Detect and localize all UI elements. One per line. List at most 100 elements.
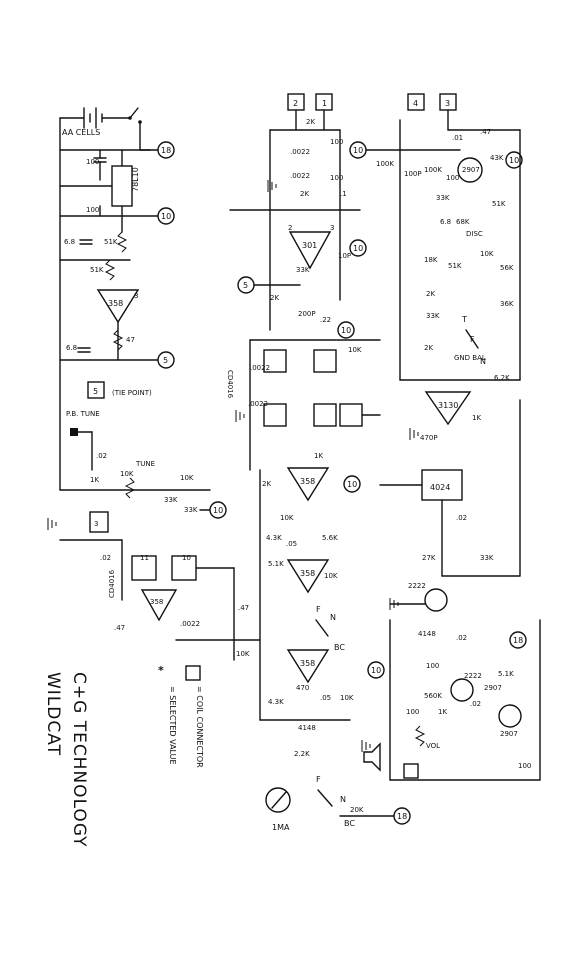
svg-text:100: 100 <box>426 662 439 670</box>
battery-symbol <box>59 107 131 129</box>
svg-text:1MA: 1MA <box>272 823 290 832</box>
counter-4024 <box>421 469 463 501</box>
svg-text:.1: .1 <box>340 190 347 198</box>
svg-text:10: 10 <box>353 244 363 253</box>
legend: = COIL CONNECTOR * = SELECTED VALUE <box>158 664 204 768</box>
svg-text:5.1K: 5.1K <box>498 670 514 678</box>
svg-text:.02: .02 <box>456 634 467 642</box>
right-section: 4 3 .47 .01 2907 43K 10 10 100K 100K 100… <box>349 93 541 781</box>
svg-text:*: * <box>158 664 164 677</box>
svg-text:3: 3 <box>134 292 138 300</box>
transistor-2222-a <box>424 588 448 612</box>
node-10-right <box>505 151 523 169</box>
svg-text:(TIE POINT): (TIE POINT) <box>112 389 152 397</box>
mode-switch-c[interactable] <box>465 329 479 349</box>
svg-text:11: 11 <box>140 554 149 562</box>
svg-text:3130: 3130 <box>438 401 458 410</box>
svg-text:N: N <box>330 613 336 622</box>
svg-text:F: F <box>316 775 321 784</box>
svg-text:51K: 51K <box>90 266 104 274</box>
svg-text:4.3K: 4.3K <box>266 534 282 542</box>
svg-text:.05: .05 <box>286 540 297 548</box>
svg-text:20K: 20K <box>350 806 364 814</box>
svg-text:10: 10 <box>213 506 223 515</box>
svg-text:VOL: VOL <box>426 742 440 750</box>
node-10-358a <box>343 475 361 493</box>
svg-text:100K: 100K <box>376 160 394 168</box>
svg-text:10: 10 <box>182 554 191 562</box>
svg-text:100: 100 <box>518 762 531 770</box>
svg-text:10K: 10K <box>324 572 338 580</box>
svg-text:100K: 100K <box>424 166 442 174</box>
legend-box-symbol <box>185 665 201 681</box>
svg-text:10: 10 <box>161 212 171 221</box>
svg-text:1: 1 <box>322 99 327 108</box>
svg-text:10: 10 <box>341 326 351 335</box>
svg-text:2K: 2K <box>306 118 315 126</box>
cd4016-left-label: CD4016 <box>108 569 116 598</box>
svg-text:N: N <box>480 357 486 366</box>
svg-text:2K: 2K <box>262 480 271 488</box>
svg-text:10: 10 <box>353 146 363 155</box>
svg-text:3: 3 <box>94 520 98 528</box>
svg-text:10K: 10K <box>236 650 250 658</box>
svg-text:P.B. TUNE: P.B. TUNE <box>66 410 100 418</box>
node-10-left <box>157 207 175 225</box>
svg-text:2.2K: 2.2K <box>294 750 310 758</box>
svg-text:.02: .02 <box>456 514 467 522</box>
svg-text:51K: 51K <box>104 238 118 246</box>
node-18-right <box>509 631 527 649</box>
svg-text:GND BAL: GND BAL <box>454 354 486 362</box>
svg-text:200P: 200P <box>298 310 316 318</box>
svg-text:47: 47 <box>126 336 135 344</box>
svg-text:33K: 33K <box>436 194 450 202</box>
svg-text:4148: 4148 <box>298 724 316 732</box>
svg-text:5.6K: 5.6K <box>322 534 338 542</box>
svg-text:BC: BC <box>334 643 345 652</box>
svg-text:5: 5 <box>93 387 98 396</box>
pb-tune-button[interactable] <box>70 428 78 436</box>
svg-text:1K: 1K <box>438 708 447 716</box>
svg-text:33K: 33K <box>184 506 198 514</box>
svg-text:100: 100 <box>86 206 99 214</box>
svg-text:T: T <box>461 315 467 324</box>
model-name: WILDCAT <box>43 672 63 756</box>
opamp-358-center-b <box>286 559 330 594</box>
headphone-jack-icon <box>403 763 419 779</box>
svg-text:2907: 2907 <box>484 684 502 692</box>
svg-text:2222: 2222 <box>408 582 426 590</box>
svg-text:100: 100 <box>406 708 419 716</box>
svg-text:68K: 68K <box>456 218 470 226</box>
regulator-78L10 <box>111 165 133 207</box>
svg-text:6.8: 6.8 <box>66 344 77 352</box>
svg-text:2K: 2K <box>424 344 433 352</box>
svg-text:.05: .05 <box>320 694 331 702</box>
svg-text:51K: 51K <box>492 200 506 208</box>
svg-text:43K: 43K <box>490 154 504 162</box>
svg-text:6.8: 6.8 <box>440 218 451 226</box>
volume-pot[interactable] <box>414 725 426 747</box>
svg-text:5.1K: 5.1K <box>268 560 284 568</box>
svg-text:.0022: .0022 <box>248 400 268 408</box>
svg-text:33K: 33K <box>426 312 440 320</box>
svg-text:DISC: DISC <box>466 230 483 238</box>
svg-text:.0022: .0022 <box>290 148 310 156</box>
svg-text:36K: 36K <box>500 300 514 308</box>
svg-text:4024: 4024 <box>430 483 450 492</box>
node-10-301 <box>349 239 367 257</box>
svg-text:.22: .22 <box>320 316 331 324</box>
svg-text:358: 358 <box>300 477 315 486</box>
coil-connector-4 <box>407 93 425 111</box>
svg-text:3: 3 <box>330 224 334 232</box>
svg-text:.47: .47 <box>114 624 125 632</box>
mode-switch-b[interactable] <box>317 789 333 807</box>
svg-text:2: 2 <box>293 99 298 108</box>
svg-text:56K: 56K <box>500 264 514 272</box>
svg-text:10K: 10K <box>280 514 294 522</box>
svg-text:33K: 33K <box>480 554 494 562</box>
opamp-358-center-a <box>286 467 330 502</box>
svg-text:10: 10 <box>371 666 381 675</box>
mode-switch-a[interactable] <box>315 619 329 637</box>
svg-text:10: 10 <box>509 156 519 165</box>
